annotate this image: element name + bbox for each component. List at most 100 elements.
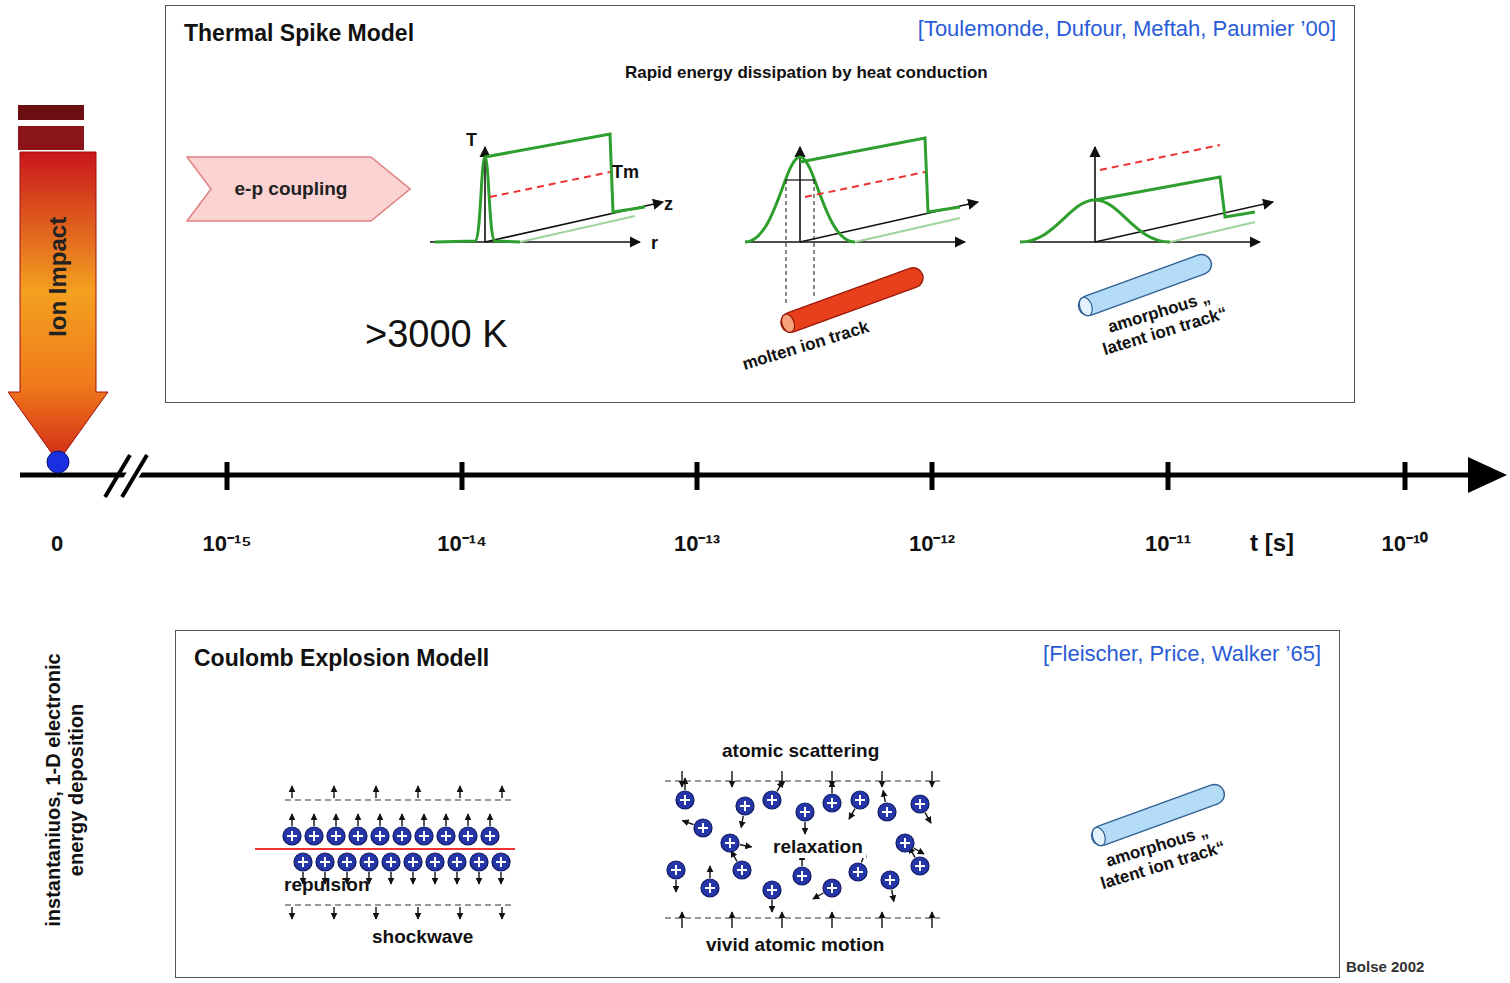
motion-arrow: [459, 907, 460, 919]
motion-arrow: [925, 813, 931, 823]
process-label: atomic scattering: [722, 740, 879, 762]
ion: [881, 871, 899, 889]
ion-charge: [698, 823, 708, 833]
ion-charge: [671, 865, 681, 875]
ion-charge: [915, 861, 925, 871]
ion-charge: [474, 857, 484, 867]
source-note: Bolse 2002: [1346, 958, 1424, 975]
motion-arrow: [881, 771, 882, 787]
ion-charge: [452, 857, 462, 867]
model-panel: Coulomb Explosion Modell[Fleischer, Pric…: [175, 630, 1340, 978]
motion-arrow: [501, 786, 502, 798]
ion: [415, 827, 433, 845]
coulomb-scene: [255, 781, 940, 918]
ion-charge: [408, 857, 418, 867]
ion-charge: [855, 795, 865, 805]
ion: [360, 853, 378, 871]
ion: [437, 827, 455, 845]
ion: [823, 879, 841, 897]
motion-arrow: [500, 872, 501, 884]
motion-arrow: [291, 907, 292, 919]
motion-arrow: [831, 912, 832, 928]
motion-arrow: [412, 872, 413, 884]
ion-charge: [496, 857, 506, 867]
axis-label: Tm: [612, 162, 639, 183]
ion: [849, 863, 867, 881]
ion-charge: [441, 831, 451, 841]
motion-arrow: [478, 872, 479, 884]
motion-arrow: [423, 814, 424, 826]
ion: [911, 857, 929, 875]
axis-label: r: [651, 233, 658, 254]
ion: [851, 791, 869, 809]
ion: [701, 879, 719, 897]
motion-arrow: [417, 786, 418, 798]
ion-charge: [320, 857, 330, 867]
ion: [382, 853, 400, 871]
tick-label: 10⁻¹⁵: [202, 531, 251, 556]
motion-arrow: [313, 814, 314, 826]
motion-arrow: [501, 907, 502, 919]
ion: [316, 853, 334, 871]
ion-charge: [737, 865, 747, 875]
ion-charge: [767, 885, 777, 895]
motion-arrow: [731, 771, 732, 787]
temperature-plot: [1020, 145, 1273, 242]
ion-charge: [882, 807, 892, 817]
coupling-label: e-p coupling: [235, 178, 348, 200]
ion-charge: [827, 798, 837, 808]
motion-arrow: [445, 814, 446, 826]
ion-charge: [463, 831, 473, 841]
motion-arrow: [467, 814, 468, 826]
ion: [404, 853, 422, 871]
panel-title: Coulomb Explosion Modell: [194, 645, 489, 671]
ion: [736, 797, 754, 815]
ion: [393, 827, 411, 845]
motion-arrow: [291, 814, 292, 826]
ion: [721, 834, 739, 852]
tick-label: 0: [51, 531, 63, 556]
time-axis: [20, 455, 1507, 497]
motion-arrow: [781, 912, 782, 928]
ion: [448, 853, 466, 871]
ion: [676, 791, 694, 809]
process-label: shockwave: [372, 926, 473, 948]
tick-label: 10⁻¹⁰: [1382, 531, 1429, 556]
motion-arrow: [831, 771, 832, 787]
ion-charge: [740, 801, 750, 811]
motion-arrow: [709, 866, 710, 878]
ion-charge: [485, 831, 495, 841]
temperature-note: >3000 K: [365, 313, 508, 357]
impact-bar: [18, 105, 84, 120]
motion-arrow: [675, 880, 676, 892]
ion-impact-arrow: Ion Impact: [8, 152, 108, 462]
motion-arrow: [771, 900, 772, 912]
motion-arrow: [849, 809, 855, 819]
ion: [694, 819, 712, 837]
motion-arrow: [375, 907, 376, 919]
motion-arrow: [401, 814, 402, 826]
ion-charge: [342, 857, 352, 867]
ion-charge: [885, 875, 895, 885]
ion-charge: [364, 857, 374, 867]
ion: [349, 827, 367, 845]
motion-arrow: [804, 822, 805, 834]
ion-charge: [900, 838, 910, 848]
motion-arrow: [781, 771, 782, 787]
axis-note: instantaniuos, 1-D electronic energy dep…: [41, 648, 87, 933]
ion: [878, 803, 896, 821]
ion-charge: [375, 831, 385, 841]
process-label: relaxation: [770, 836, 866, 858]
temperature-plot: [745, 138, 978, 304]
ion: [371, 827, 389, 845]
coupling-arrow: e-p coupling: [186, 156, 411, 222]
motion-arrow: [434, 872, 435, 884]
axis-label: T: [466, 130, 477, 151]
ion: [426, 853, 444, 871]
citation: [Toulemonde, Dufour, Meftah, Paumier ’00…: [918, 16, 1336, 41]
motion-arrow: [417, 907, 418, 919]
ion: [481, 827, 499, 845]
ion: [911, 795, 929, 813]
ion: [327, 827, 345, 845]
